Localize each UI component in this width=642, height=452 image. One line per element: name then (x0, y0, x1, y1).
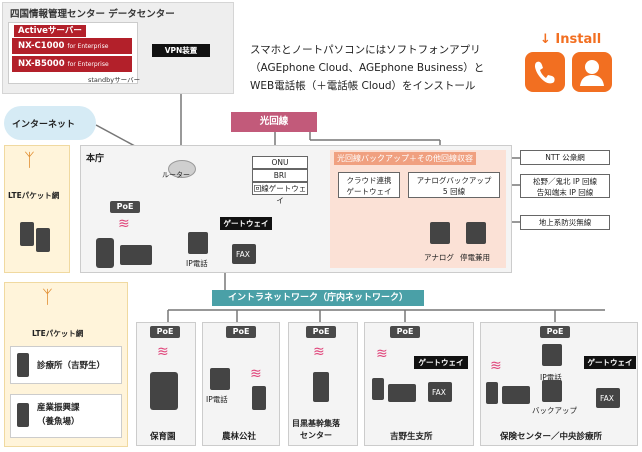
site-health-center-label: 保険センター／中央診療所 (500, 432, 603, 442)
laptop-icon (120, 245, 152, 265)
poe-badge-forestry: PoE (226, 326, 256, 338)
wifi-icon: ≋ (376, 346, 388, 362)
smartphone-icon (20, 222, 34, 246)
external-disaster-radio: 地上系防災無線 (520, 215, 610, 230)
server-nx-c1000: NX-C1000 for Enterprise (12, 38, 132, 54)
tablet-icon (150, 372, 178, 410)
poe-badge-honcho: PoE (110, 201, 140, 213)
remote-site-industry-label: 産業振興課 （養魚場） (37, 403, 80, 427)
analog-backup-box: アナログバックアップ 5 回線 (408, 172, 500, 198)
smartphone-icon (36, 228, 50, 252)
remote-site-clinic-label: 診療所（吉野生） (37, 361, 106, 371)
ip-phone-label: IP電話 (206, 395, 228, 404)
remote-site-clinic: 診療所（吉野生） (10, 346, 122, 384)
server-nx-b5000: NX-B5000 for Enterprise (12, 56, 132, 72)
fax-icon (428, 382, 452, 402)
download-icon: ↓ (540, 32, 556, 47)
vpn-device: VPN装置 (152, 44, 210, 57)
gateway-label-yoshino: ゲートウェイ (414, 356, 468, 369)
gateway-label-honcho: ゲートウェイ (220, 217, 272, 230)
smartphone-icon (486, 382, 498, 404)
datacenter-title: 四国情報管理センター データセンター (10, 9, 175, 20)
wifi-icon: ≋ (490, 358, 502, 374)
smartphone-icon (252, 386, 266, 410)
hikari-line-box: 光回線 (231, 112, 317, 132)
backup-area (330, 150, 506, 268)
standby-server-label: standbyサーバー (88, 76, 141, 84)
antenna-icon-2: ᛉ (42, 287, 53, 308)
power-fail-label: 停電兼用 (460, 253, 490, 262)
honcho-label: 本庁 (86, 154, 105, 164)
onu-box: ONU (252, 156, 308, 169)
laptop-icon (388, 384, 416, 402)
ip-phone-label: IP電話 (186, 259, 208, 268)
site-forestry (202, 322, 280, 446)
external-ntt: NTT 公衆網 (520, 150, 610, 165)
ip-phone-icon (188, 232, 208, 254)
poe-badge-yoshino: PoE (390, 326, 420, 338)
smartphone-icon (372, 378, 384, 400)
fax-icon (232, 244, 256, 264)
router-label: ルーター (162, 171, 190, 179)
tablet-icon (96, 238, 114, 268)
intro-line-3: WEB電話帳（＋電話帳 Cloud）をインストール (250, 80, 476, 92)
fax-label: FAX (236, 250, 250, 259)
analog-label: アナログ (424, 253, 454, 262)
install-label: ↓ Install (540, 32, 602, 47)
laptop-icon (502, 386, 530, 404)
line-gateway-box: 回線ゲートウェイ (252, 182, 308, 205)
lte-area-1 (4, 145, 70, 273)
poe-badge-health-center: PoE (540, 326, 570, 338)
ip-phone-icon (210, 368, 230, 390)
fax-label: FAX (600, 394, 614, 403)
internet-cloud (4, 106, 96, 140)
lte-label-2: LTEパケット網 (32, 329, 84, 338)
internet-label: インターネット (12, 120, 76, 130)
backup-phone-icon (542, 380, 562, 402)
router-icon (168, 160, 196, 178)
external-ip-lines: 松野／鬼北 IP 回線 告知端末 IP 回線 (520, 174, 610, 198)
site-meguro-label: 目黒基幹集落 センター (292, 419, 340, 440)
poe-badge-meguro: PoE (306, 326, 336, 338)
bri-box: BRI (252, 169, 308, 182)
wifi-icon: ≋ (250, 366, 262, 382)
site-forestry-label: 農林公社 (222, 432, 257, 442)
wifi-icon: ≋ (313, 344, 325, 360)
intranet-bar: イントラネットワーク（庁内ネットワーク） (212, 290, 424, 306)
smartphone-icon (313, 372, 329, 402)
power-fail-phone-icon (466, 222, 486, 244)
smartphone-icon (17, 403, 29, 427)
analog-phone-icon (430, 222, 450, 244)
intro-line-1: スマホとノートパソコンにはソフトフォンアプリ (250, 44, 481, 56)
lte-label-1: LTEパケット網 (8, 191, 60, 200)
backup-label: バックアップ (532, 406, 577, 415)
site-nursery-label: 保育園 (150, 432, 176, 442)
poe-badge-nursery: PoE (150, 326, 180, 338)
ip-phone-icon (542, 344, 562, 366)
contacts-app-icon (572, 52, 612, 92)
antenna-icon-1: ᛉ (24, 150, 35, 171)
fax-label: FAX (432, 388, 446, 397)
backup-title: 光回線バックアップ＋その他回線収容 (334, 152, 476, 165)
fax-icon (596, 388, 620, 408)
gateway-label-health: ゲートウェイ (584, 356, 636, 369)
phone-app-icon (525, 52, 565, 92)
intro-line-2: （AGEphone Cloud、AGEphone Business）と (250, 62, 485, 74)
smartphone-icon (17, 353, 29, 377)
wifi-icon: ≋ (118, 216, 130, 232)
active-server-label: Activeサーバー (14, 25, 86, 37)
ip-phone-label: IP電話 (540, 373, 562, 382)
cloud-gateway-box: クラウド連携 ゲートウェイ (338, 172, 400, 198)
remote-site-industry: 産業振興課 （養魚場） (10, 394, 122, 438)
site-yoshino-label: 吉野生支所 (390, 432, 433, 442)
wifi-icon: ≋ (157, 344, 169, 360)
